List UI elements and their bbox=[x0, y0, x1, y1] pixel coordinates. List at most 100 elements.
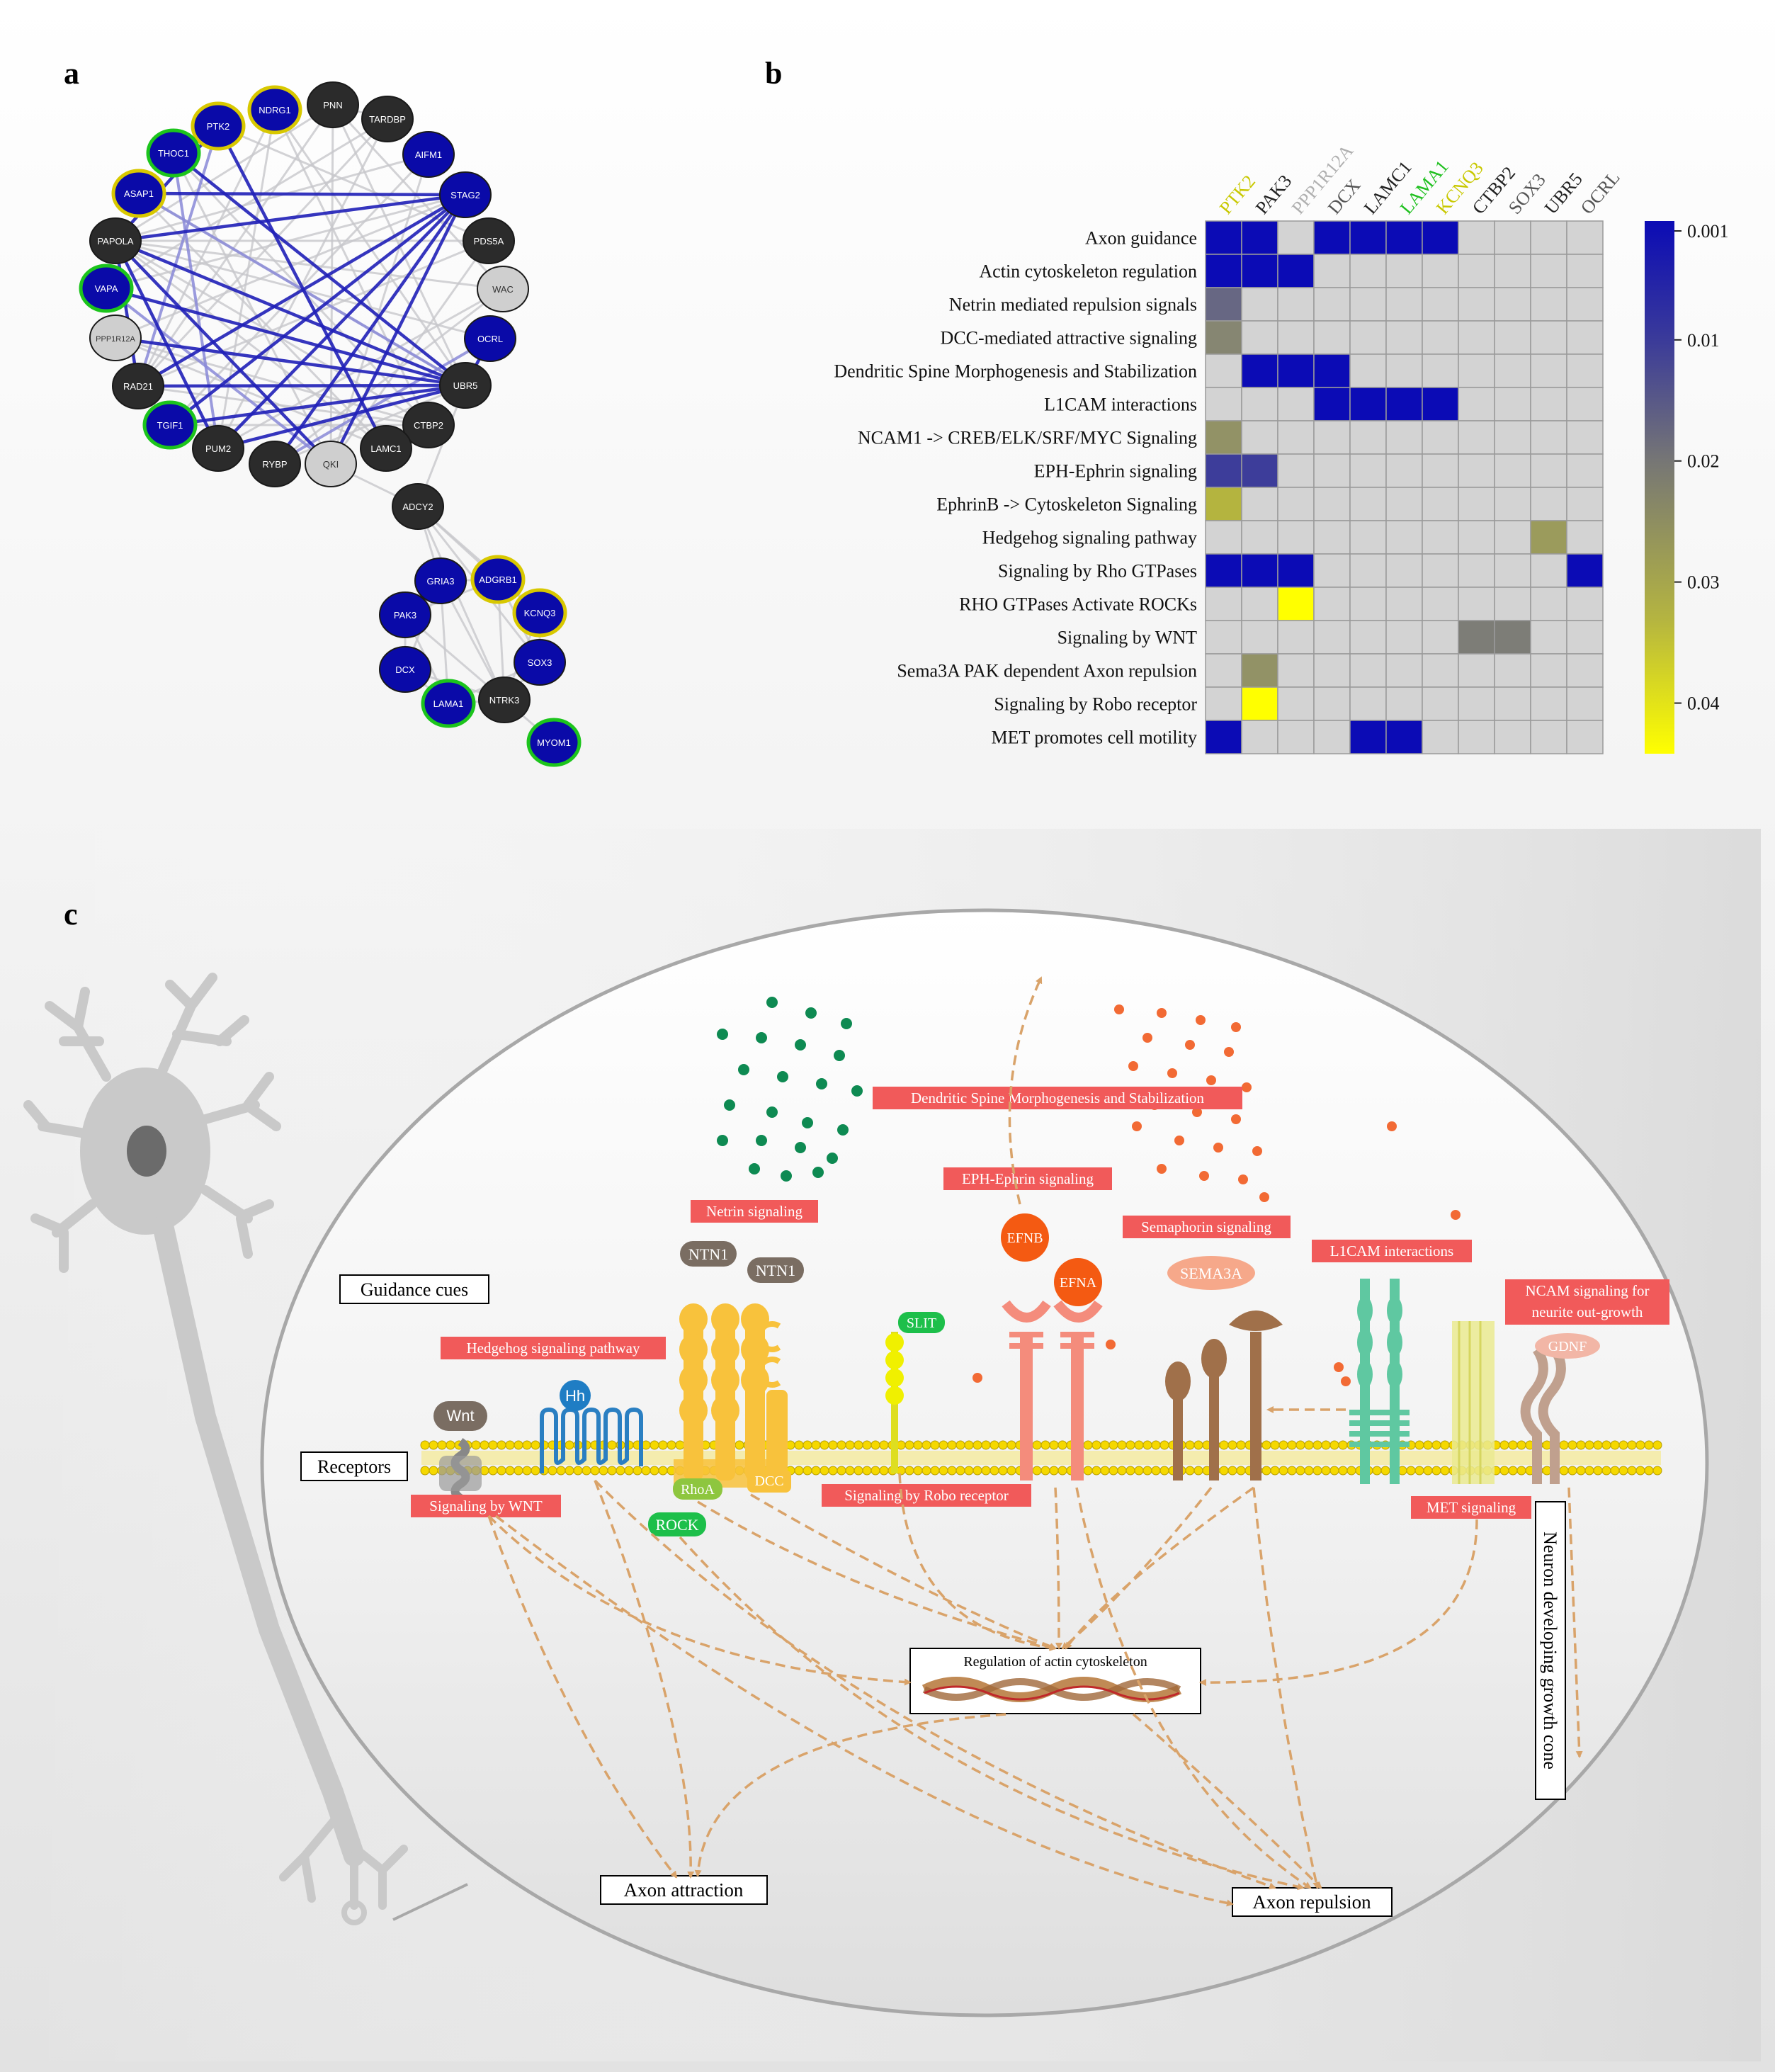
heatmap-cell bbox=[1349, 686, 1387, 721]
lipid-head bbox=[1635, 1440, 1645, 1450]
heatmap-cell bbox=[1458, 220, 1495, 255]
network-node: QKI bbox=[305, 441, 357, 487]
semaphorin-particle bbox=[1142, 1033, 1152, 1043]
heatmap-cell bbox=[1313, 686, 1351, 721]
heatmap-cell bbox=[1494, 686, 1531, 721]
node-label: PAK3 bbox=[394, 610, 416, 621]
lipid-head bbox=[1185, 1466, 1195, 1476]
lipid-head bbox=[972, 1466, 982, 1476]
lipid-head bbox=[1431, 1440, 1441, 1450]
lipid-head bbox=[981, 1440, 991, 1450]
hedgehog-receptor: Hh bbox=[540, 1380, 643, 1473]
heatmap-cell bbox=[1422, 320, 1459, 355]
heatmap-cell bbox=[1241, 453, 1278, 488]
heatmap-cell bbox=[1422, 353, 1459, 388]
heatmap-cell bbox=[1313, 487, 1351, 521]
network-node: ADGRB1 bbox=[470, 555, 526, 604]
node-label: NDRG1 bbox=[259, 105, 291, 115]
heatmap-cell bbox=[1458, 453, 1495, 488]
lipid-head bbox=[1618, 1466, 1628, 1476]
semaphorin-particle bbox=[1242, 1082, 1252, 1092]
efna-ligand: EFNA bbox=[1054, 1258, 1102, 1306]
lipid-head bbox=[972, 1440, 982, 1450]
heatmap-row-label: MET promotes cell motility bbox=[991, 728, 1197, 748]
nucleus bbox=[127, 1126, 166, 1177]
network-node: PDS5A bbox=[463, 217, 515, 264]
heatmap-cell bbox=[1277, 320, 1315, 355]
heatmap-cell bbox=[1530, 487, 1567, 521]
node-label: LAMA1 bbox=[433, 698, 464, 709]
heatmap-cell bbox=[1566, 720, 1604, 754]
node-label: AIFM1 bbox=[415, 149, 442, 160]
network-edge-strong bbox=[172, 152, 467, 387]
netrin-particle bbox=[834, 1050, 845, 1061]
lipid-head bbox=[879, 1440, 889, 1450]
heatmap-cell bbox=[1349, 254, 1387, 288]
heatmap-cell bbox=[1494, 553, 1531, 588]
label-robo: Signaling by Robo receptor bbox=[844, 1487, 1009, 1504]
lipid-head bbox=[803, 1466, 812, 1476]
lipid-head bbox=[582, 1466, 591, 1476]
lipid-head bbox=[514, 1466, 523, 1476]
heatmap-cell bbox=[1494, 620, 1531, 655]
lipid-head bbox=[1627, 1440, 1637, 1450]
heatmap-cell bbox=[1458, 420, 1495, 455]
heatmap-cell bbox=[1241, 220, 1278, 255]
lipid-head bbox=[573, 1466, 583, 1476]
heatmap-cell bbox=[1566, 686, 1604, 721]
semaphorin-particle bbox=[1174, 1136, 1184, 1145]
lipid-head bbox=[1040, 1440, 1050, 1450]
heatmap-cell bbox=[1205, 220, 1242, 255]
heatmap-cell bbox=[1385, 620, 1423, 655]
lipid-head bbox=[1032, 1440, 1042, 1450]
node-circle bbox=[305, 441, 357, 487]
lipid-head bbox=[1576, 1466, 1586, 1476]
network-edge-strong bbox=[217, 193, 467, 450]
lipid-head bbox=[981, 1466, 991, 1476]
node-label: ASAP1 bbox=[124, 188, 154, 199]
node-circle bbox=[421, 679, 476, 728]
label-ncam-2: neurite out-growth bbox=[1532, 1303, 1643, 1320]
lipid-head bbox=[505, 1440, 515, 1450]
lipid-head bbox=[1134, 1466, 1144, 1476]
network-node: LAMC1 bbox=[360, 425, 412, 472]
receptors-label: Receptors bbox=[317, 1456, 391, 1477]
heatmap-cell bbox=[1205, 720, 1242, 754]
heatmap-cell bbox=[1277, 520, 1315, 555]
lipid-head bbox=[497, 1466, 506, 1476]
lipid-head bbox=[548, 1466, 557, 1476]
semaphorin-particle bbox=[1451, 1210, 1461, 1220]
node-label: VAPA bbox=[95, 283, 118, 294]
lipid-head bbox=[1287, 1440, 1297, 1450]
lipid-head bbox=[1193, 1440, 1203, 1450]
connector-line bbox=[392, 1883, 468, 1921]
heatmap-cell bbox=[1566, 653, 1604, 688]
lipid-head bbox=[565, 1440, 574, 1450]
signaling-arrow bbox=[898, 1473, 1057, 1651]
actin-box-label: Regulation of actin cytoskeleton bbox=[963, 1654, 1147, 1670]
signaling-arrows bbox=[487, 976, 1583, 1907]
rhoa-tag: RhoA bbox=[673, 1478, 722, 1500]
signaling-arrow bbox=[1054, 1487, 1062, 1650]
semaphorin-particle bbox=[1231, 1022, 1241, 1032]
lipid-head bbox=[1440, 1466, 1450, 1476]
dcc-tag: DCC bbox=[747, 1470, 791, 1493]
network-node: DCX bbox=[379, 646, 431, 693]
lipid-head bbox=[1321, 1440, 1331, 1450]
ntn1-ligand-1: NTN1 bbox=[680, 1241, 737, 1267]
netrin-particle bbox=[837, 1124, 849, 1136]
lipid-head bbox=[505, 1466, 515, 1476]
growth-cone-box: Neuron developing growth cone bbox=[1535, 1501, 1566, 1800]
rock-label: ROCK bbox=[655, 1516, 698, 1534]
lipid-head bbox=[1278, 1466, 1288, 1476]
unc5-receptor-2 bbox=[711, 1303, 739, 1481]
heatmap-cell bbox=[1494, 420, 1531, 455]
efnb-ligand: EFNB bbox=[1001, 1213, 1049, 1262]
node-label: RAD21 bbox=[123, 381, 153, 392]
dcc-receptor bbox=[741, 1303, 788, 1481]
label-eph-ephrin: EPH-Ephrin signaling bbox=[962, 1170, 1094, 1187]
heatmap-cell bbox=[1241, 587, 1278, 621]
node-label: GRIA3 bbox=[426, 576, 454, 587]
heatmap-cell bbox=[1349, 587, 1387, 621]
